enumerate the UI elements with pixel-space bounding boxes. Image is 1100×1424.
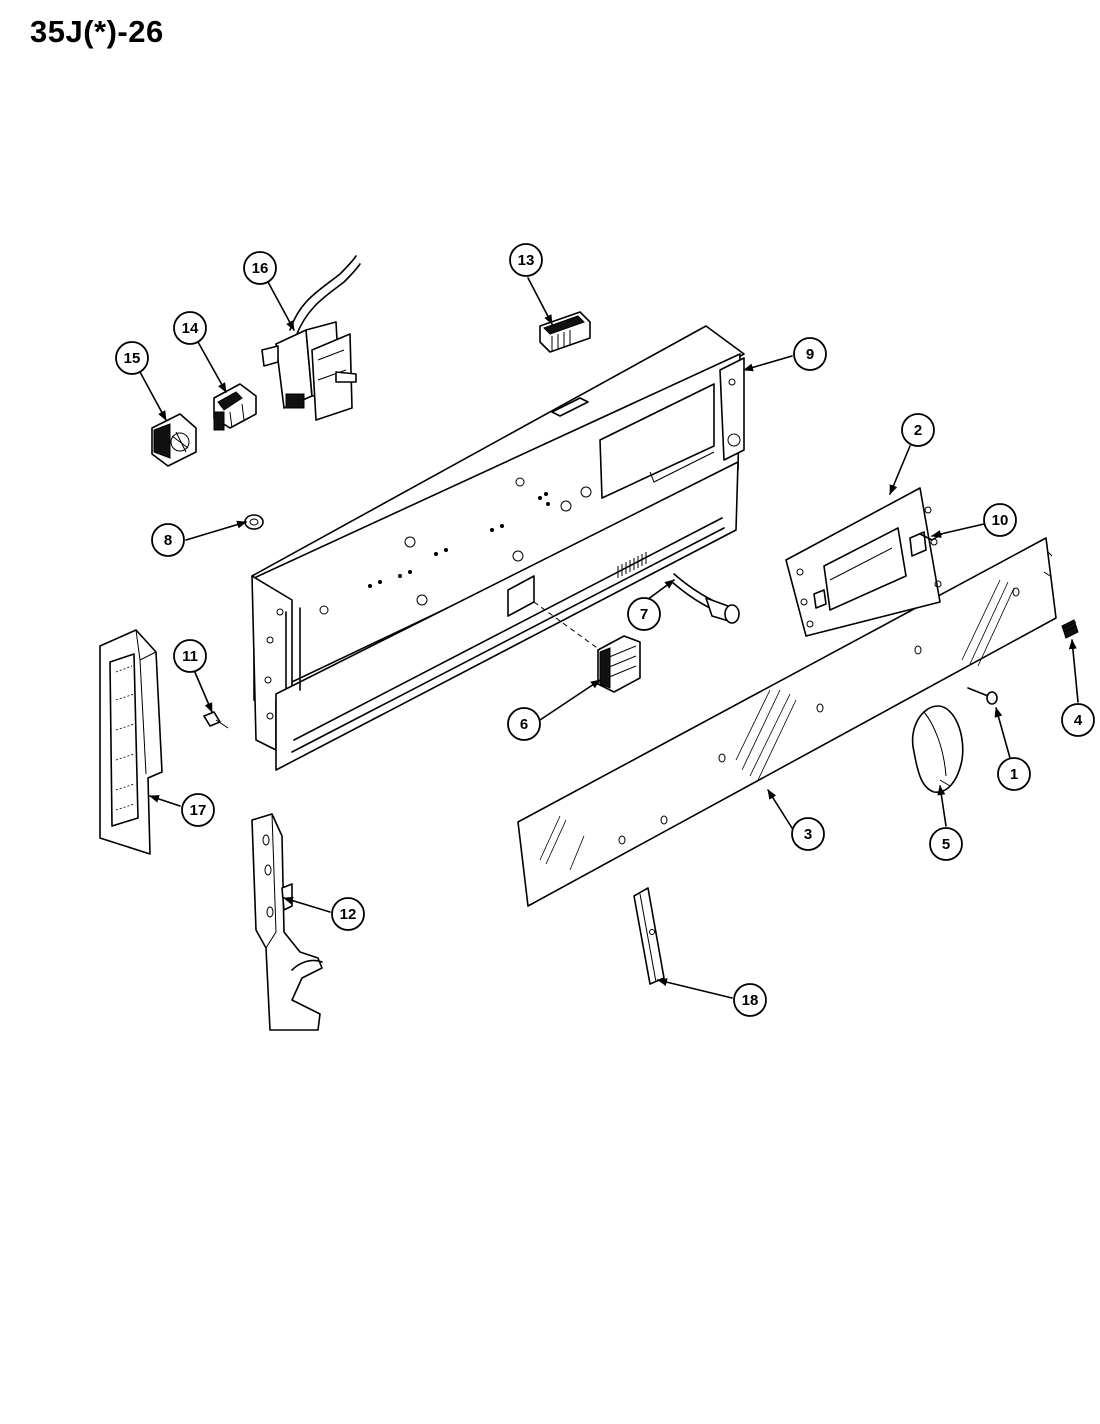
callout-18-text: 18 xyxy=(742,992,759,1009)
callout-9: 9 xyxy=(793,337,827,371)
callout-2-text: 2 xyxy=(914,422,922,439)
callout-14: 14 xyxy=(173,311,207,345)
callout-10-text: 10 xyxy=(992,512,1009,529)
callout-6-text: 6 xyxy=(520,716,528,733)
callout-7: 7 xyxy=(627,597,661,631)
callout-12-text: 12 xyxy=(340,906,357,923)
callout-7-text: 7 xyxy=(640,606,648,623)
callout-12: 12 xyxy=(331,897,365,931)
callout-10: 10 xyxy=(983,503,1017,537)
callout-14-text: 14 xyxy=(182,320,199,337)
front-glass-panel xyxy=(517,537,1057,907)
callout-17-text: 17 xyxy=(190,802,207,819)
callout-3: 3 xyxy=(791,817,825,851)
callout-17: 17 xyxy=(181,793,215,827)
callout-16-text: 16 xyxy=(252,260,269,277)
callout-9-text: 9 xyxy=(806,346,814,363)
callout-4-text: 4 xyxy=(1074,712,1083,729)
callout-13: 13 xyxy=(509,243,543,277)
end-cap xyxy=(99,629,163,855)
callout-8: 8 xyxy=(151,523,185,557)
terminal-block xyxy=(533,601,641,693)
callout-labels: 16 14 15 13 9 2 10 8 xyxy=(115,243,1095,1017)
indicator-lens xyxy=(539,311,591,353)
callout-8-text: 8 xyxy=(164,532,172,549)
callout-18: 18 xyxy=(733,983,767,1017)
rocker-switch-small xyxy=(213,383,257,431)
control-knob xyxy=(911,705,964,793)
callout-2: 2 xyxy=(901,413,935,447)
callout-11-text: 11 xyxy=(182,648,198,665)
callout-4: 4 xyxy=(1061,703,1095,737)
callout-1-text: 1 xyxy=(1010,766,1018,783)
side-bracket xyxy=(251,813,323,1031)
screw xyxy=(967,687,998,705)
callout-5: 5 xyxy=(929,827,963,861)
callout-15-text: 15 xyxy=(124,350,141,367)
callout-3-text: 3 xyxy=(804,826,812,843)
callout-5-text: 5 xyxy=(942,836,950,853)
infinite-switch xyxy=(151,413,197,467)
spring xyxy=(1061,619,1079,639)
callout-13-text: 13 xyxy=(518,252,535,269)
callout-1: 1 xyxy=(997,757,1031,791)
trim-bracket xyxy=(633,887,665,985)
grommet xyxy=(244,514,264,530)
callout-16: 16 xyxy=(243,251,277,285)
signal-lamp xyxy=(671,573,740,624)
display-bracket xyxy=(785,487,942,637)
leader-lines xyxy=(139,277,1079,999)
page-title: 35J(*)-26 xyxy=(30,14,164,49)
control-panel-housing xyxy=(251,325,745,771)
callout-6: 6 xyxy=(507,707,541,741)
thermostat-switch xyxy=(261,255,361,421)
callout-11: 11 xyxy=(173,639,207,673)
callout-15: 15 xyxy=(115,341,149,375)
mounting-screw xyxy=(203,711,229,729)
